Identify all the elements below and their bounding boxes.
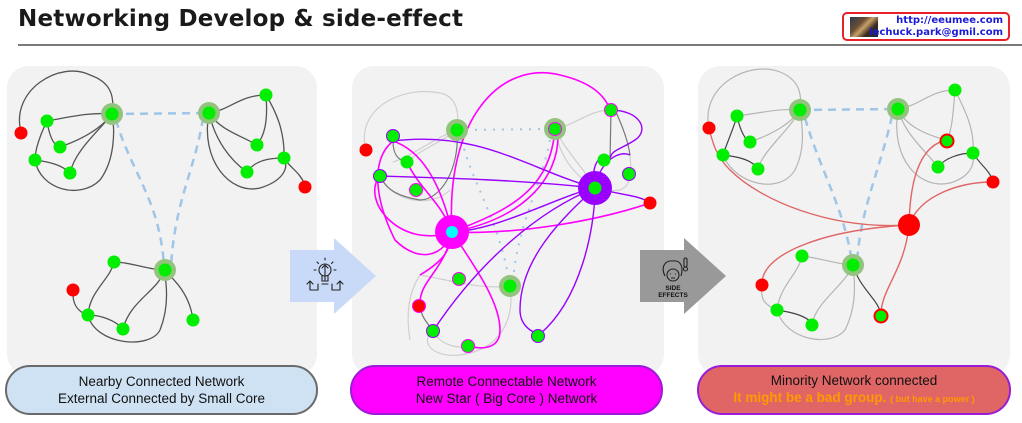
minority-core-node — [898, 214, 920, 236]
caption-nearby: Nearby Connected Network External Connec… — [5, 365, 318, 415]
caption-nearby-line2: External Connected by Small Core — [57, 391, 266, 406]
member-node — [426, 324, 440, 338]
big-core-purple — [578, 171, 612, 205]
transition-arrow-2: SIDE EFFECTS — [640, 238, 726, 314]
dotted-core-links — [456, 128, 556, 287]
member-node — [461, 339, 475, 353]
member-node — [240, 165, 254, 179]
panel-minority — [698, 66, 1010, 376]
member-node — [81, 308, 95, 322]
core-node — [887, 98, 909, 120]
member-node — [770, 303, 784, 317]
side-effects-label-2: EFFECTS — [658, 292, 688, 299]
core-link — [111, 111, 210, 116]
portrait-thumbnail-icon — [850, 17, 878, 37]
outlier-node — [412, 299, 426, 313]
minority-links — [708, 127, 994, 317]
email-link[interactable]: lechuck.park@gmil.com — [869, 27, 1003, 38]
nearby-network — [14, 70, 312, 343]
side-effects-icon — [662, 257, 689, 282]
outlier-node — [702, 121, 716, 135]
caption-minority-note: ( but have a power ) — [890, 394, 975, 404]
author-badge: http://eeumee.com lechuck.park@gmil.com — [842, 12, 1010, 41]
member-node — [531, 329, 545, 343]
member-node — [53, 140, 67, 154]
member-node — [966, 146, 980, 160]
member-node — [622, 167, 636, 181]
core-links — [111, 111, 210, 267]
member-node — [948, 83, 962, 97]
caption-remote-line2: New Star ( Big Core ) Network — [415, 391, 598, 406]
lightbulb-growth-icon — [306, 257, 344, 291]
outlier-node — [14, 126, 28, 140]
core-links — [799, 107, 899, 264]
member-node — [28, 153, 42, 167]
faded-core-node — [446, 119, 468, 141]
remote-network — [359, 72, 657, 356]
member-node — [409, 183, 423, 197]
big-core-magenta — [435, 215, 469, 249]
member-node — [751, 162, 765, 176]
member-node — [452, 272, 466, 286]
member-node — [805, 318, 819, 332]
caption-minority: Minority Network connected It might be a… — [697, 365, 1011, 415]
member-node — [386, 129, 400, 143]
caption-remote: Remote Connectable Network New Star ( Bi… — [350, 365, 663, 415]
faded-core-node — [499, 275, 521, 297]
recruited-node — [873, 308, 889, 324]
member-node — [107, 255, 121, 269]
member-node — [716, 148, 730, 162]
minority-network — [702, 68, 1000, 341]
panel-nearby — [7, 66, 317, 376]
outlier-node — [298, 180, 312, 194]
outlier-node — [643, 196, 657, 210]
caption-minority-warning: It might be a bad group. — [733, 390, 887, 405]
core-node — [789, 99, 811, 121]
member-node — [604, 103, 618, 117]
outlier-node — [66, 283, 80, 297]
caption-minority-line1: Minority Network connected — [770, 373, 938, 388]
member-node — [186, 313, 200, 327]
recruited-node — [939, 133, 955, 149]
core-node — [198, 102, 220, 124]
outlier-node — [359, 143, 373, 157]
faded-core-node — [544, 118, 566, 140]
core-node — [101, 103, 123, 125]
core-link — [114, 119, 166, 267]
outlier-node — [755, 278, 769, 292]
member-node — [743, 135, 757, 149]
member-node — [63, 166, 77, 180]
core-node — [154, 259, 176, 281]
member-node — [250, 138, 264, 152]
outlier-node — [986, 175, 1000, 189]
title-divider — [18, 44, 1022, 46]
caption-nearby-line1: Nearby Connected Network — [78, 374, 245, 389]
member-node — [373, 169, 387, 183]
member-node — [259, 88, 273, 102]
member-node — [400, 155, 414, 169]
member-node — [931, 160, 945, 174]
member-node — [40, 114, 54, 128]
member-node — [116, 322, 130, 336]
side-effects-label-1: SIDE — [665, 285, 681, 292]
transition-arrow-1 — [290, 238, 376, 314]
core-link — [169, 117, 205, 267]
website-link[interactable]: http://eeumee.com — [896, 15, 1003, 26]
core-node — [842, 254, 864, 276]
member-node — [597, 153, 611, 167]
page-title: Networking Develop & side-effect — [18, 6, 464, 32]
caption-remote-line1: Remote Connectable Network — [416, 374, 597, 389]
member-node — [730, 109, 744, 123]
member-node — [795, 249, 809, 263]
member-node — [277, 151, 291, 165]
